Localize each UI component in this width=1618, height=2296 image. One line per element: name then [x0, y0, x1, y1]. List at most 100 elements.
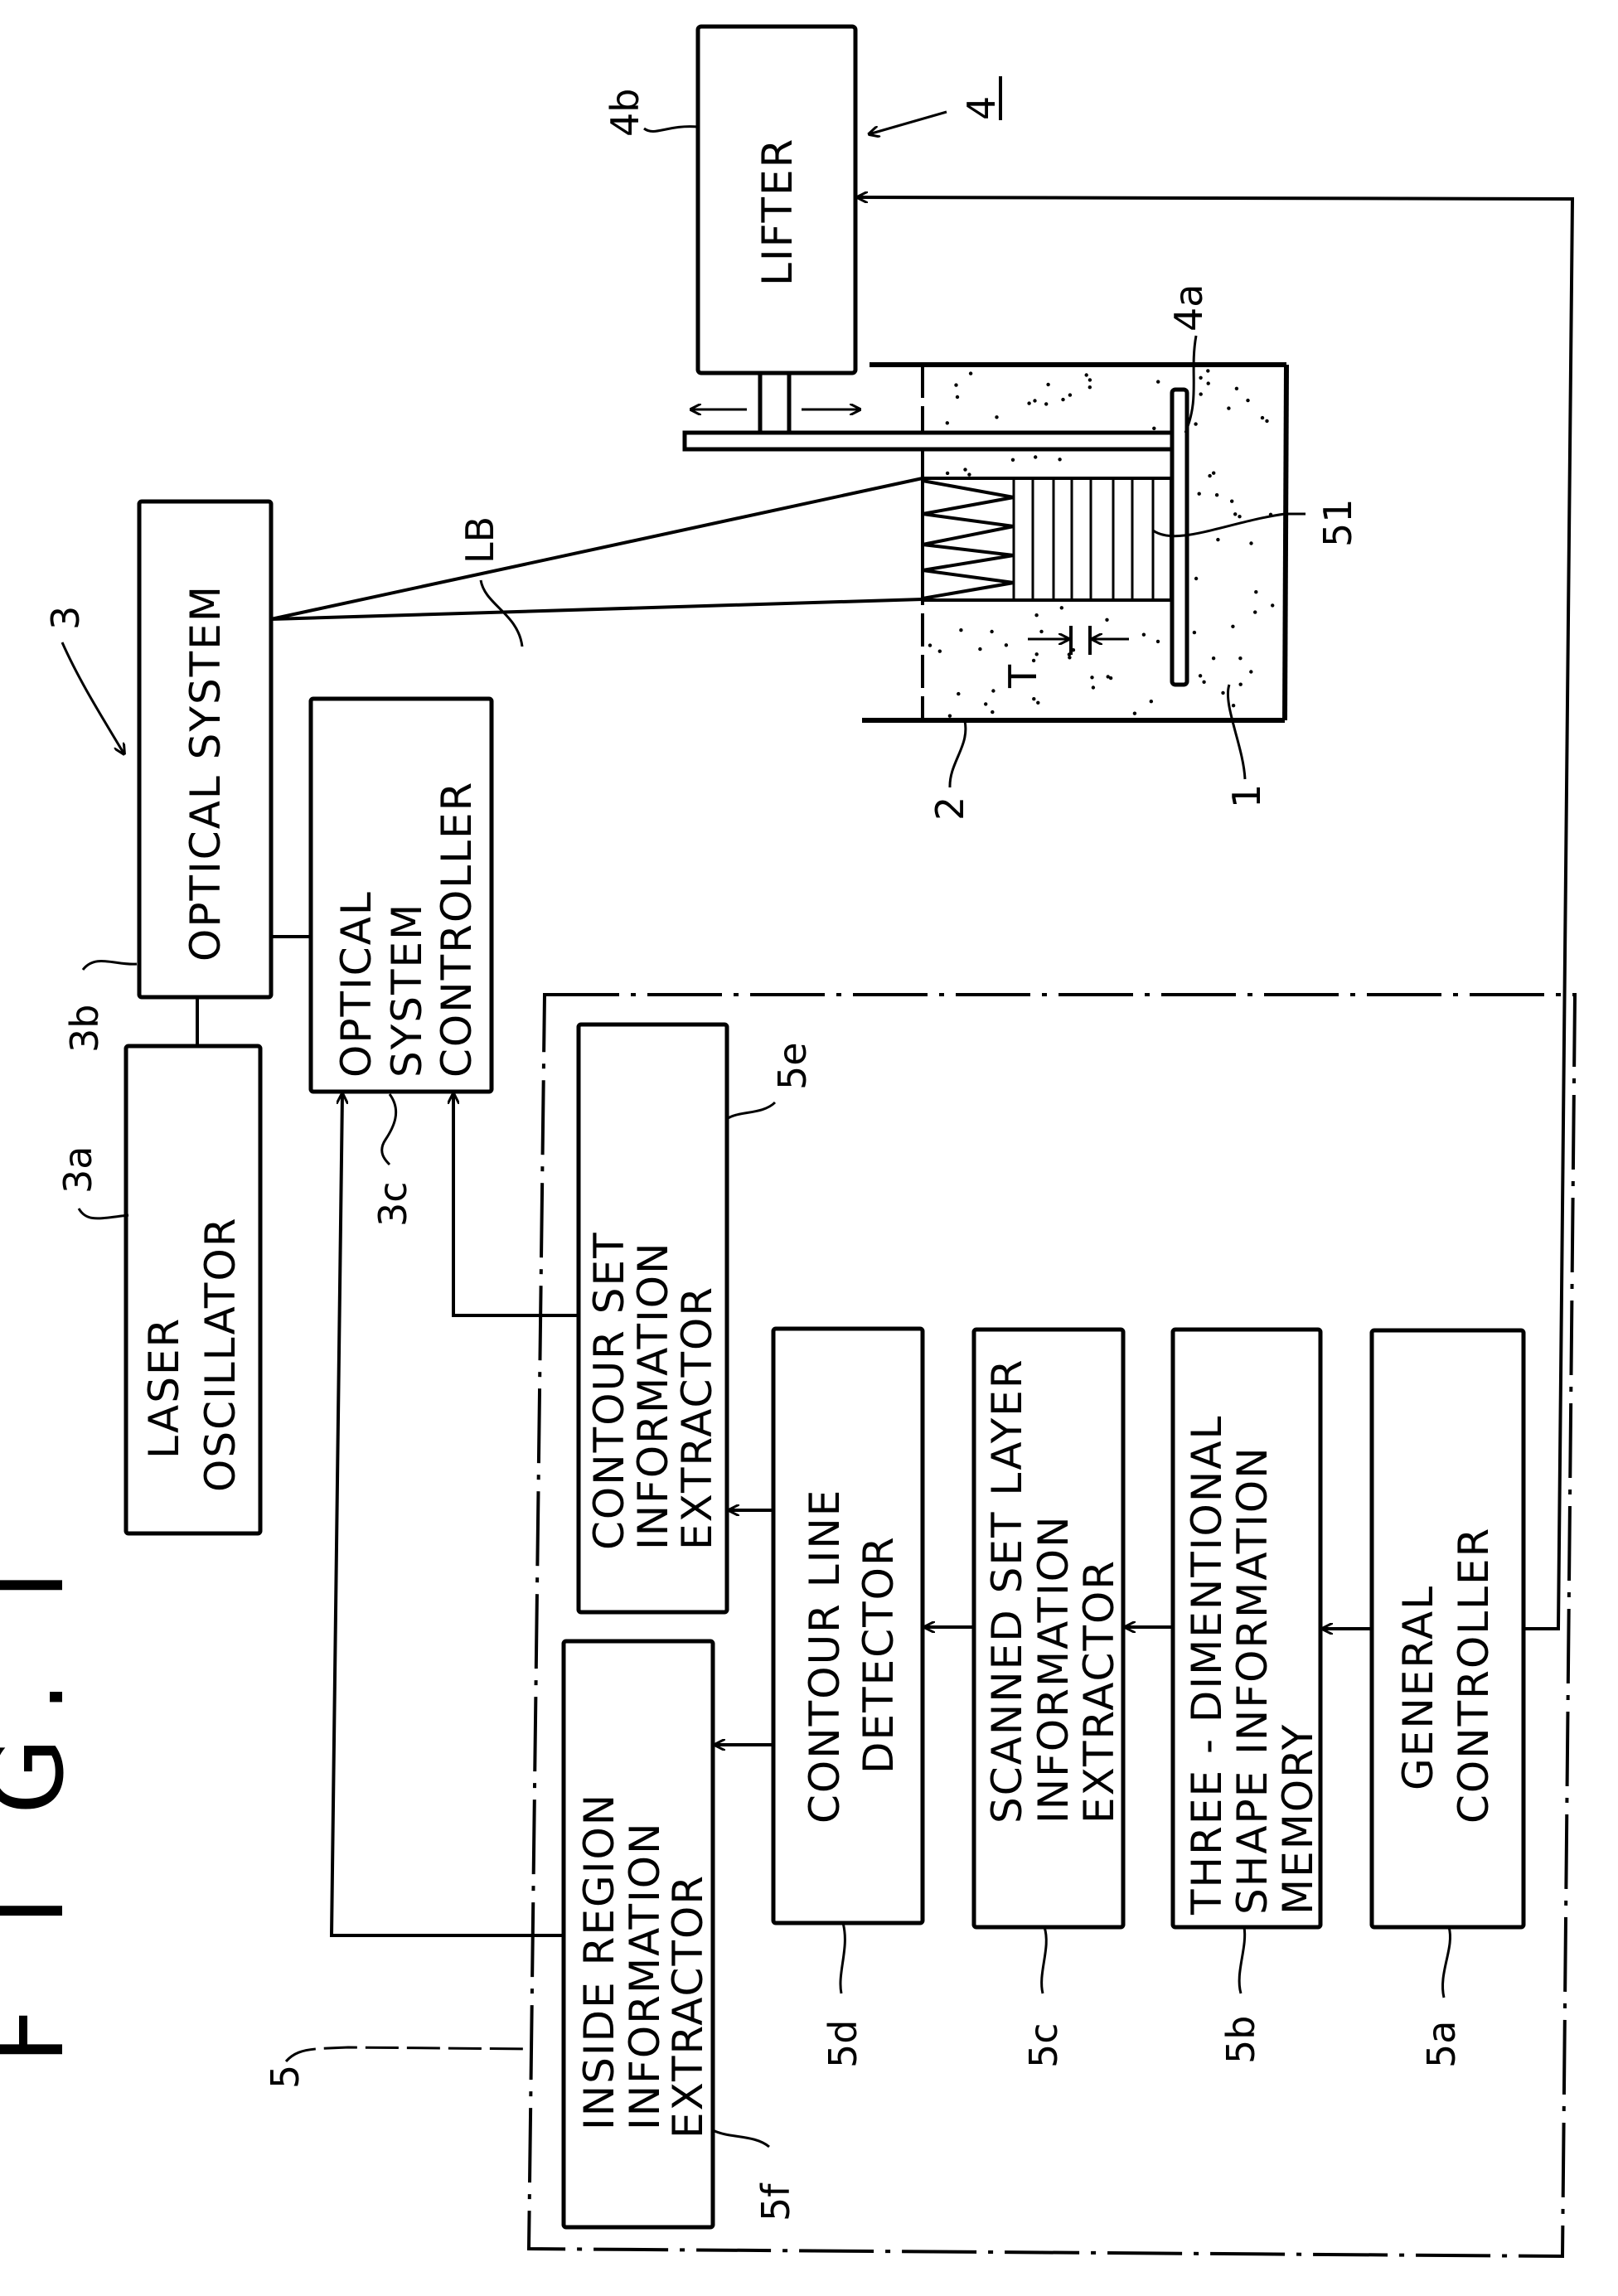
- 5b-ref: 5b: [1218, 2016, 1263, 2064]
- resin-dot: [1199, 674, 1202, 677]
- leader-2: [950, 721, 966, 787]
- 5d-ref: 5d: [821, 2020, 865, 2068]
- leader-5e: [727, 1102, 775, 1119]
- resin-dot: [938, 650, 942, 653]
- resin-dot: [1032, 697, 1035, 700]
- resin-dot: [1044, 402, 1048, 405]
- laser-ref: 3a: [56, 1146, 100, 1194]
- resin-dot: [995, 415, 998, 419]
- resin-dot: [967, 472, 971, 476]
- leader-5b: [1239, 1927, 1245, 1993]
- resin-dot: [957, 692, 960, 695]
- optical-controller-label-2: SYSTEM: [383, 903, 431, 1078]
- resin-dot: [928, 643, 932, 647]
- resin-dot: [1249, 541, 1252, 545]
- object-ref: 51: [1315, 498, 1360, 547]
- resin-ref: 1: [1224, 784, 1269, 808]
- resin-dot: [990, 630, 993, 633]
- resin-dot: [1036, 701, 1039, 705]
- resin-dot: [1238, 515, 1241, 518]
- resin-dot: [1231, 625, 1234, 628]
- resin-dot: [1254, 590, 1257, 593]
- resin-dot: [956, 395, 959, 399]
- optical-controller-label-1: OPTICAL: [332, 890, 380, 1078]
- resin-dot: [1034, 455, 1037, 458]
- laser-beam-ref: LB: [458, 516, 502, 564]
- resin-dot: [1194, 577, 1198, 580]
- formed-object: [923, 478, 1171, 600]
- resin-dot: [1199, 376, 1202, 380]
- laser-label-2: OSCILLATOR: [196, 1216, 245, 1492]
- resin-dot: [1088, 378, 1092, 381]
- 5e-label-2: INFORMATION: [629, 1241, 677, 1550]
- resin-dot: [1005, 643, 1008, 647]
- resin-dot: [1090, 676, 1093, 679]
- resin-dot: [1061, 398, 1064, 401]
- optical-controller-ref: 3c: [371, 1181, 415, 1227]
- resin-dot: [1194, 422, 1197, 425]
- arrow-5e-controller: [453, 1093, 579, 1315]
- lifter-assembly-ref: 4: [959, 96, 1004, 120]
- resin-dot: [1058, 458, 1061, 461]
- resin-dot: [1133, 712, 1136, 715]
- resin-dot: [1105, 618, 1108, 622]
- resin-dot: [984, 702, 987, 705]
- resin-dot: [1085, 373, 1088, 376]
- laser-label-1: LASER: [140, 1317, 188, 1459]
- resin-dot: [1046, 383, 1049, 386]
- resin-dot: [1107, 675, 1110, 678]
- leader-5f: [713, 2130, 769, 2147]
- resin-dot: [991, 689, 995, 692]
- leader-3c: [382, 1094, 396, 1165]
- resin-dot: [1033, 399, 1036, 402]
- resin-dot: [1035, 652, 1039, 656]
- optical-system-label: OPTICAL SYSTEM: [182, 584, 230, 962]
- leader-3a: [79, 1209, 128, 1218]
- leader-3b: [83, 961, 137, 970]
- resin-dot: [1215, 493, 1218, 496]
- resin-dot: [1261, 416, 1264, 419]
- resin-dot: [1230, 500, 1233, 503]
- resin-dot: [1199, 392, 1203, 395]
- resin-dot: [1235, 387, 1238, 390]
- 5d-label-1: CONTOUR LINE: [801, 1489, 849, 1824]
- resin-dot: [969, 371, 972, 375]
- resin-dot: [948, 714, 952, 718]
- resin-dot: [1011, 458, 1015, 462]
- thickness-ref: T: [1000, 664, 1045, 689]
- resin-dot: [1249, 670, 1252, 673]
- resin-dot: [1092, 685, 1095, 689]
- resin-dot: [1246, 399, 1249, 402]
- platform-ref: 4a: [1166, 284, 1211, 332]
- 5e-ref: 5e: [770, 1042, 815, 1090]
- unit-arrow: [62, 642, 124, 754]
- resin-dot: [1206, 369, 1209, 372]
- 5a-label-1: GENERAL: [1394, 1585, 1442, 1790]
- resin-dot: [1193, 631, 1196, 634]
- laser-beam-upper: [271, 478, 923, 619]
- resin-dot: [1208, 474, 1211, 477]
- 5a-label-2: CONTROLLER: [1450, 1527, 1498, 1824]
- resin-dot: [1039, 630, 1043, 633]
- control-unit-ref: 5: [263, 2065, 308, 2089]
- resin-dot: [1202, 681, 1205, 684]
- resin-dot: [1239, 683, 1243, 686]
- 5d-label-2: DETECTOR: [855, 1535, 903, 1774]
- resin-dot: [1034, 613, 1038, 617]
- vessel-ref: 2: [928, 797, 972, 821]
- 5f-ref: 5f: [753, 2182, 798, 2221]
- 5f-label-1: INSIDE REGION: [575, 1793, 623, 2130]
- lifter-ref: 4b: [603, 89, 647, 137]
- resin-dot: [1253, 610, 1257, 613]
- resin-dot: [1032, 659, 1035, 662]
- resin-dot: [954, 383, 957, 386]
- lifter-label: LIFTER: [753, 138, 802, 286]
- leader-5d: [840, 1923, 845, 1993]
- resin-dot: [1271, 603, 1274, 607]
- resin-dot: [1207, 381, 1210, 385]
- resin-dot: [959, 628, 962, 632]
- 5c-label-2: INFORMATION: [1029, 1514, 1078, 1824]
- resin-dot: [1142, 633, 1146, 637]
- resin-dot: [1156, 380, 1160, 383]
- resin-dot: [1216, 538, 1219, 541]
